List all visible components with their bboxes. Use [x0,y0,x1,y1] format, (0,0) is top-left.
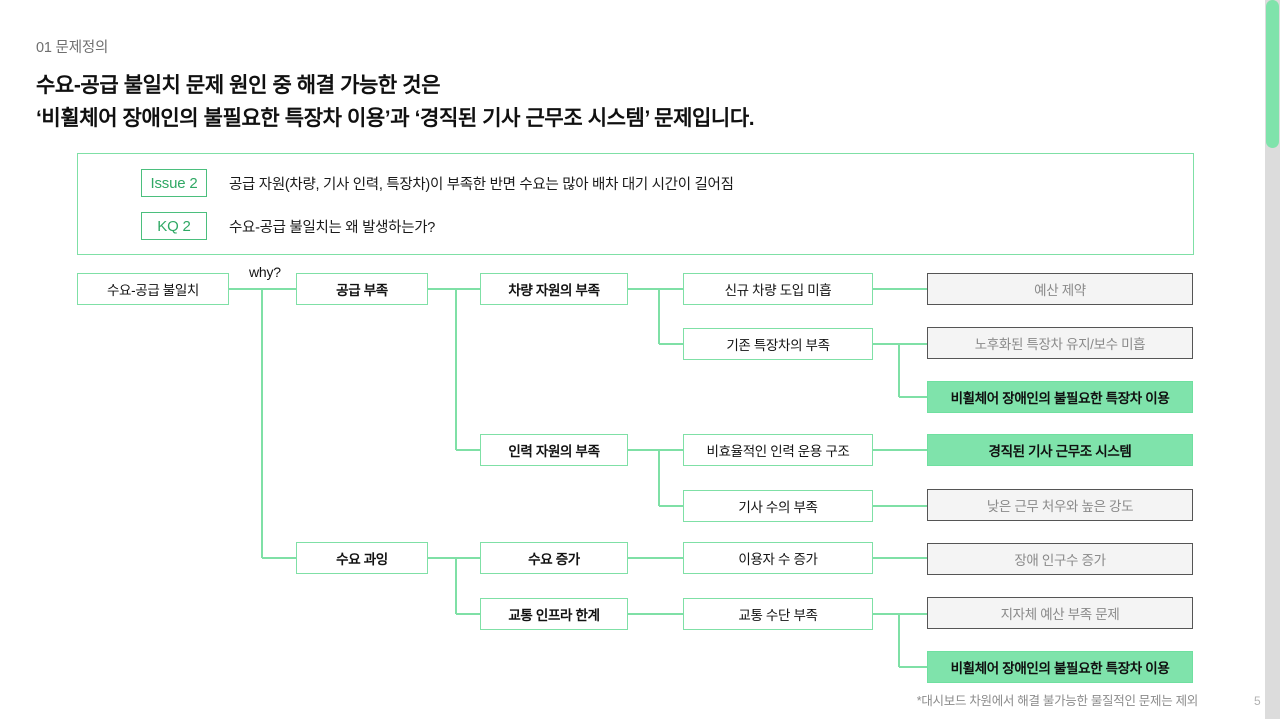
tree-node-d5: 이용자 수 증가 [683,542,873,574]
tree-node-c4: 교통 인프라 한계 [480,598,628,630]
tree-node-label: 비휠체어 장애인의 불필요한 특장차 이용 [950,661,1170,676]
page-title: 수요-공급 불일치 문제 원인 중 해결 가능한 것은 ‘비휠체어 장애인의 불… [36,70,755,135]
footnote: *대시보드 차원에서 해결 불가능한 물질적인 문제는 제외 [916,694,1199,708]
tree-node-label: 노후화된 특장차 유지/보수 미흡 [974,337,1146,352]
tree-node-root: 수요-공급 불일치 [77,273,229,305]
tree-node-label: 비휠체어 장애인의 불필요한 특장차 이용 [950,391,1170,406]
page-number: 5 [1254,694,1261,708]
tree-node-label: 차량 자원의 부족 [508,283,600,298]
tree-node-label: 신규 차량 도입 미흡 [724,283,832,298]
tree-node-label: 교통 인프라 한계 [508,608,600,623]
tree-node-label: 비효율적인 인력 운용 구조 [706,444,850,459]
issue-panel: Issue 2 공급 자원(차량, 기사 인력, 특장차)이 부족한 반면 수요… [77,153,1194,255]
tree-node-s1: 공급 부족 [296,273,428,305]
tree-node-label: 장애 인구수 증가 [1014,553,1106,568]
tree-node-label: 인력 자원의 부족 [508,444,600,459]
tree-node-e4: 경직된 기사 근무조 시스템 [927,434,1193,466]
tree-node-d2: 기존 특장차의 부족 [683,328,873,360]
tree-node-label: 경직된 기사 근무조 시스템 [988,444,1132,459]
tree-node-d4: 기사 수의 부족 [683,490,873,522]
tree-node-e2: 노후화된 특장차 유지/보수 미흡 [927,327,1193,359]
tree-node-label: 수요 과잉 [336,552,388,567]
tree-node-e8: 비휠체어 장애인의 불필요한 특장차 이용 [927,651,1193,683]
tree-node-label: 공급 부족 [336,283,388,298]
page-title-line-1: 수요-공급 불일치 문제 원인 중 해결 가능한 것은 [36,74,441,97]
issue-text: 공급 자원(차량, 기사 인력, 특장차)이 부족한 반면 수요는 많아 배차 … [229,176,734,193]
tree-node-d6: 교통 수단 부족 [683,598,873,630]
tree-node-c3: 수요 증가 [480,542,628,574]
page-scrollbar-track[interactable] [1265,0,1280,719]
tree-node-e5: 낮은 근무 처우와 높은 강도 [927,489,1193,521]
tree-node-label: 지자체 예산 부족 문제 [1000,607,1120,622]
tree-node-e1: 예산 제약 [927,273,1193,305]
kq-tag: KQ 2 [141,212,207,240]
section-eyebrow: 01 문제정의 [36,40,109,56]
tree-node-c1: 차량 자원의 부족 [480,273,628,305]
tree-node-d3: 비효율적인 인력 운용 구조 [683,434,873,466]
kq-text: 수요-공급 불일치는 왜 발생하는가? [229,219,436,236]
tree-node-e3: 비휠체어 장애인의 불필요한 특장차 이용 [927,381,1193,413]
tree-node-label: 예산 제약 [1034,283,1086,298]
issue-tag: Issue 2 [141,169,207,197]
tree-node-e7: 지자체 예산 부족 문제 [927,597,1193,629]
tree-node-label: 수요-공급 불일치 [106,283,200,298]
tree-node-label: 이용자 수 증가 [738,552,818,567]
tree-node-e6: 장애 인구수 증가 [927,543,1193,575]
tree-node-s2: 수요 과잉 [296,542,428,574]
page-title-line-2: ‘비휠체어 장애인의 불필요한 특장차 이용’과 ‘경직된 기사 근무조 시스템… [36,106,755,130]
tree-node-c2: 인력 자원의 부족 [480,434,628,466]
tree-node-d1: 신규 차량 도입 미흡 [683,273,873,305]
issue-row: Issue 2 공급 자원(차량, 기사 인력, 특장차)이 부족한 반면 수요… [141,169,734,197]
tree-node-label: 교통 수단 부족 [738,608,818,623]
why-label: why? [249,264,281,280]
page-scrollbar-thumb[interactable] [1266,0,1279,148]
tree-node-label: 수요 증가 [528,552,580,567]
tree-node-label: 낮은 근무 처우와 높은 강도 [986,499,1134,514]
kq-row: KQ 2 수요-공급 불일치는 왜 발생하는가? [141,212,435,240]
tree-node-label: 기사 수의 부족 [738,500,818,515]
tree-node-label: 기존 특장차의 부족 [726,338,830,353]
